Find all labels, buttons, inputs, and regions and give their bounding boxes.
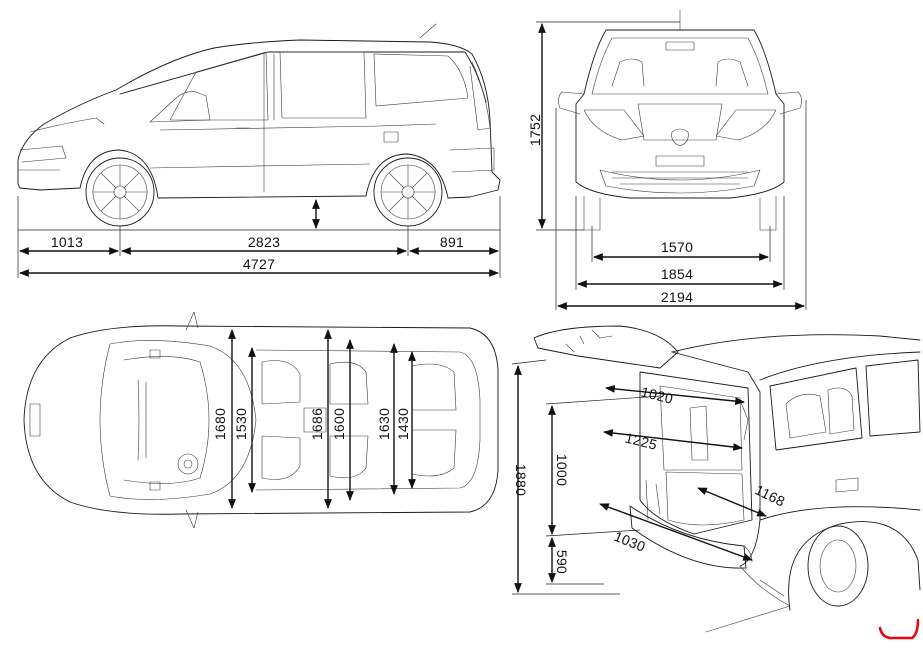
sill-height-label: 590	[554, 550, 570, 574]
front-elbow-width-label: 1680	[212, 408, 228, 440]
top-view-body-outline	[23, 311, 499, 529]
middle-elbow-width-label: 1686	[309, 408, 325, 440]
rear-view-dimension-lines	[511, 359, 767, 595]
top-view: 1680 1530 1686 1600 1630 1430	[23, 311, 499, 529]
side-view-body-outline	[17, 23, 501, 199]
overall-length-label: 4727	[243, 256, 275, 272]
middle-shoulder-width-label: 1600	[331, 408, 347, 440]
front-view-body-outline	[558, 9, 802, 231]
tailgate-height-label: 1880	[513, 464, 529, 496]
floor-width-label: 1168	[753, 481, 788, 509]
opening-height-label: 1000	[554, 454, 570, 486]
side-view-front-wheel	[85, 157, 155, 227]
front-overhang-label: 1013	[51, 234, 83, 250]
front-shoulder-width-label: 1530	[233, 408, 249, 440]
body-width-label: 1854	[661, 266, 693, 282]
upper-width-label: 1225	[624, 429, 659, 452]
track-label: 1570	[661, 239, 693, 255]
front-view: 1752 1570 1854 2194	[527, 9, 807, 310]
rear-three-quarter-view: 1880 1000 590 1020 1225 1168 1030	[511, 325, 921, 633]
mirror-width-label: 2194	[661, 289, 693, 305]
sill-width-label: 1030	[612, 528, 648, 555]
side-view-rear-wheel	[373, 157, 443, 227]
rear-elbow-width-label: 1630	[376, 408, 392, 440]
front-view-dimension-lines	[536, 21, 807, 310]
side-view-dimension-lines	[17, 196, 501, 278]
rear-view-body-outline	[533, 325, 921, 633]
side-view: 1013 2823 891 4727	[17, 23, 501, 278]
rear-overhang-label: 891	[440, 234, 464, 250]
rear-shoulder-width-label: 1430	[395, 408, 411, 440]
height-label: 1752	[527, 114, 543, 146]
wheelbase-label: 2823	[248, 234, 280, 250]
roof-level-width-label: 1020	[640, 383, 675, 406]
top-view-dimension-lines	[228, 329, 416, 509]
brand-mark-icon	[878, 618, 920, 640]
